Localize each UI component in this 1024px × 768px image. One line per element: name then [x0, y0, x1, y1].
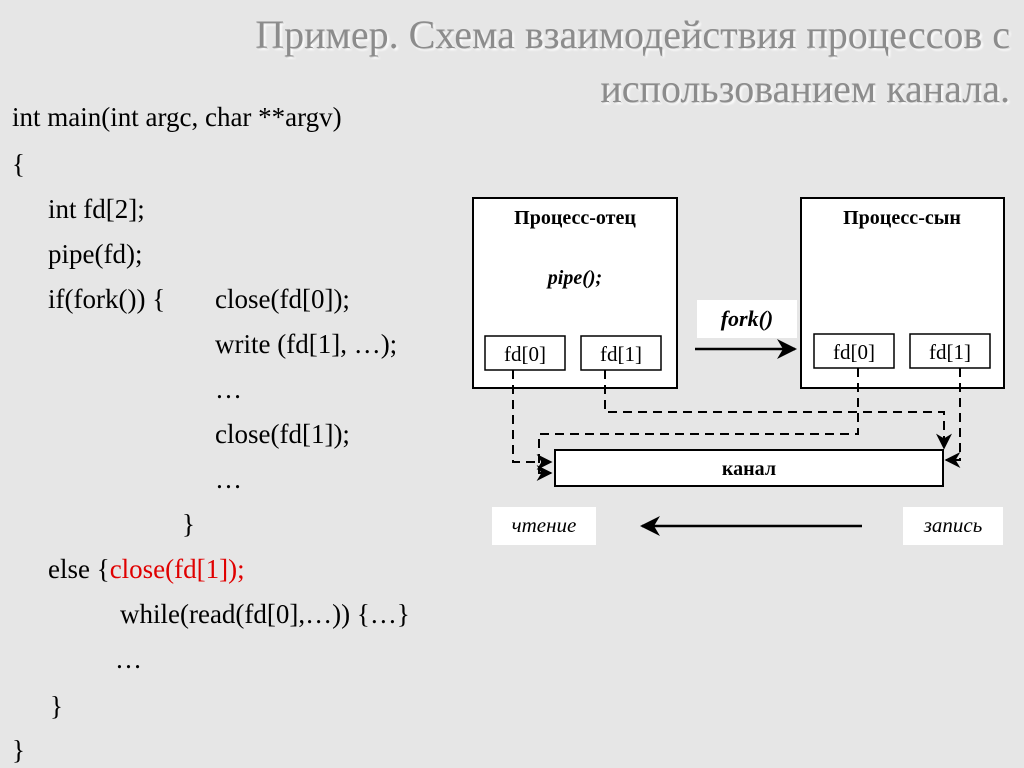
- slide-title: Пример. Схема взаимодействия процессов с…: [255, 8, 1010, 116]
- code-line-open-brace: {: [12, 149, 25, 179]
- code-line-while-read: while(read(fd[0],…)) {…}: [120, 599, 410, 629]
- child-fd0-to-channel: [536, 368, 859, 481]
- parent-fd0-label: fd[0]: [504, 342, 546, 366]
- channel-box: канал: [554, 449, 944, 487]
- parent-fd0-to-channel: [512, 370, 553, 470]
- child-process-box: Процесс-сын fd[0] fd[1]: [800, 197, 1005, 389]
- fork-label-box: [697, 300, 797, 338]
- parent-fd1-box: [580, 335, 662, 371]
- code-line-close-brace-if: }: [182, 509, 195, 539]
- code-line-else-keyword: else {: [48, 554, 110, 584]
- code-line-close-fd1: close(fd[1]);: [215, 419, 350, 449]
- code-line-pipe: pipe(fd);: [48, 239, 143, 269]
- write-label-box: [903, 507, 1003, 545]
- child-fd1-label: fd[1]: [929, 340, 971, 364]
- code-line-ellipsis-1: …: [215, 374, 242, 404]
- slide-title-line-1: Пример. Схема взаимодействия процессов с: [255, 12, 1010, 57]
- child-fd1-to-channel: [944, 368, 961, 468]
- child-fd0-box: [813, 333, 895, 369]
- parent-fd0-box: [484, 335, 566, 371]
- code-line-fd-decl: int fd[2];: [48, 194, 145, 224]
- parent-pipe-call: pipe();: [546, 267, 602, 289]
- code-line-ellipsis-2: …: [215, 464, 242, 494]
- parent-fd1-label: fd[1]: [600, 342, 642, 366]
- code-line-if-fork: if(fork()) {: [48, 284, 166, 314]
- channel-label: канал: [722, 458, 776, 480]
- parent-process-box: Процесс-отец pipe(); fd[0] fd[1]: [472, 197, 678, 389]
- read-label: чтение: [512, 513, 577, 537]
- code-line-close-brace-main: }: [12, 735, 25, 765]
- child-fd0-label: fd[0]: [833, 340, 875, 364]
- fork-label: fork(): [721, 306, 774, 331]
- code-line-main: int main(int argc, char **argv): [12, 102, 342, 132]
- parent-process-title: Процесс-отец: [514, 207, 636, 229]
- code-line-close-brace-else: }: [50, 691, 63, 721]
- code-line-ellipsis-3: …: [115, 644, 142, 674]
- child-fd1-box: [909, 333, 991, 369]
- code-line-else-close-fd1: close(fd[1]);: [109, 554, 245, 584]
- slide-title-line-2: использованием канала.: [600, 66, 1010, 111]
- write-label: запись: [923, 513, 983, 537]
- read-label-box: [492, 507, 596, 545]
- code-line-else: else {close(fd[1]);: [48, 553, 245, 585]
- child-process-title: Процесс-сын: [843, 207, 961, 229]
- code-line-write: write (fd[1], …);: [215, 329, 398, 359]
- parent-fd1-to-channel: [604, 370, 952, 450]
- code-line-close-fd0: close(fd[0]);: [215, 284, 350, 314]
